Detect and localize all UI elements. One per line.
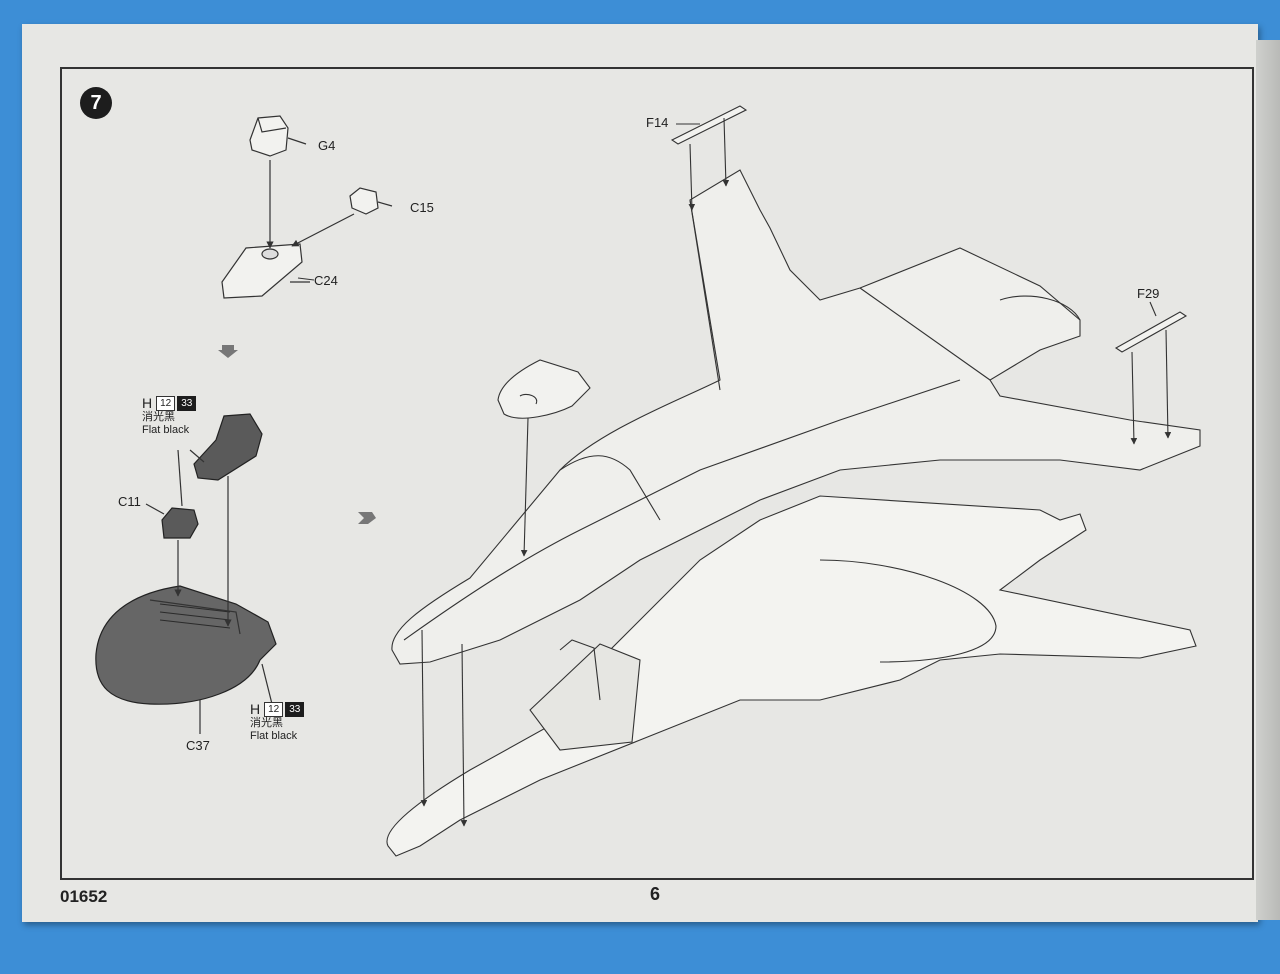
flow-arrow-down	[218, 345, 238, 358]
part-g4-shape	[249, 115, 289, 157]
paint-name-chinese: 消光黑	[142, 411, 175, 423]
paint-alt-code: 33	[177, 396, 197, 411]
canopy-part	[497, 359, 591, 557]
paint-code: 12	[264, 702, 284, 717]
label-c24: C24	[314, 273, 338, 288]
part-c11-shape	[161, 507, 199, 539]
paint-callout: H 12 33 消光黑 Flat black	[250, 701, 305, 743]
label-c11: C11	[118, 494, 141, 509]
label-g4: G4	[318, 138, 336, 153]
paint-code: 12	[156, 396, 176, 411]
seat-subassembly	[221, 115, 393, 299]
page-number: 6	[650, 884, 661, 904]
aircraft-lower-fuselage	[386, 495, 1197, 857]
paint-name-chinese: 消光黑	[250, 717, 283, 729]
paint-name-english: Flat black	[142, 424, 190, 436]
part-c37-shape	[95, 585, 277, 705]
kit-number: 01652	[60, 887, 108, 906]
paint-name-english: Flat black	[250, 730, 298, 742]
step-frame	[60, 67, 1254, 880]
flow-arrow-right	[358, 512, 376, 524]
part-f29-shape	[1114, 301, 1188, 445]
aircraft-upper-fuselage	[391, 169, 1201, 665]
paint-letter: H	[142, 395, 153, 411]
seat-dark-shape	[193, 413, 263, 481]
part-f14-shape	[670, 105, 748, 211]
page-binding-edge	[1256, 40, 1280, 920]
label-c15: C15	[410, 200, 434, 215]
part-c24-shape	[221, 243, 303, 299]
paint-alt-code: 33	[285, 702, 305, 717]
paint-letter: H	[250, 701, 261, 717]
part-c15-shape	[349, 187, 379, 215]
label-c37: C37	[186, 738, 210, 753]
label-f29: F29	[1137, 286, 1160, 301]
label-f14: F14	[646, 115, 669, 130]
cockpit-subassembly	[95, 413, 277, 734]
paint-callout: H 12 33 消光黑 Flat black	[142, 395, 197, 437]
step-number-badge: 7	[80, 87, 112, 119]
